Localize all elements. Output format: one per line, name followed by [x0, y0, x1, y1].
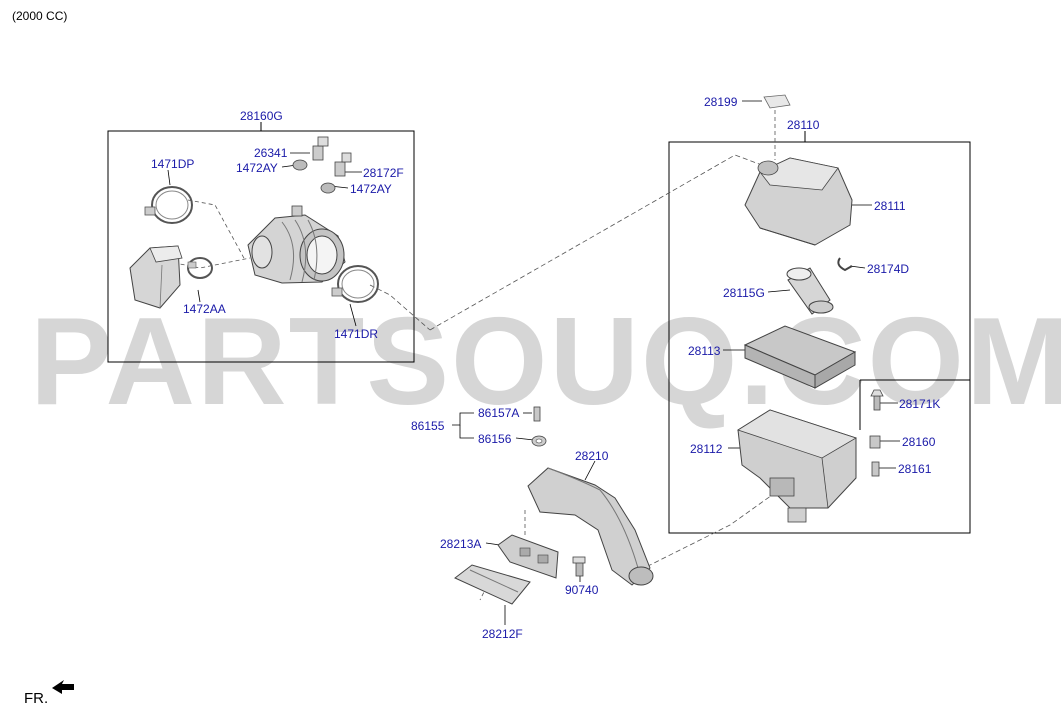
bolt-part-28171k — [870, 389, 884, 411]
clamp-part-1471dp — [144, 186, 193, 224]
dashed-connector — [429, 154, 771, 331]
part-label-1472aa[interactable]: 1472AA — [183, 302, 226, 316]
plate-part-28212f — [454, 564, 531, 605]
dashed-connector — [187, 199, 246, 261]
part-label-28172f[interactable]: 28172F — [363, 166, 404, 180]
engine-spec-label: (2000 CC) — [12, 9, 68, 23]
part-label-28174d[interactable]: 28174D — [867, 262, 910, 276]
sticker-part-28199 — [763, 94, 791, 109]
fastener-part-86157a — [533, 406, 541, 422]
part-label-1471dp[interactable]: 1471DP — [151, 157, 195, 171]
part-label-28111[interactable]: 28111 — [874, 199, 906, 213]
part-label-28160g[interactable]: 28160G — [240, 109, 283, 123]
part-label-86157a[interactable]: 86157A — [478, 406, 520, 420]
dashed-connector — [369, 284, 431, 331]
clamp-part-1472aa — [187, 257, 213, 279]
clip-part-1472ay — [292, 159, 336, 194]
bracket-part-28213a — [497, 534, 559, 579]
part-label-28160[interactable]: 28160 — [902, 435, 936, 449]
part-label-86155[interactable]: 86155 — [411, 419, 445, 433]
intake-duct-part — [129, 245, 183, 309]
grommet-part-86156 — [531, 435, 547, 447]
group-frame-28110 — [668, 141, 971, 534]
part-label-28113[interactable]: 28113 — [688, 344, 721, 358]
air-hose-part-28160g — [247, 205, 346, 284]
clamp-part-1471dr — [331, 265, 379, 303]
part-label-28212f[interactable]: 28212F — [482, 627, 523, 641]
pipe-part-28115g — [786, 267, 834, 315]
lower-case-part-28112 — [737, 409, 857, 523]
filter-element-part-28113 — [743, 325, 857, 389]
part-label-1471dr[interactable]: 1471DR — [334, 327, 379, 341]
clip-part-28174d — [837, 257, 853, 272]
part-label-26341[interactable]: 26341 — [254, 146, 288, 160]
part-label-28110[interactable]: 28110 — [787, 118, 820, 132]
part-label-28112[interactable]: 28112 — [690, 442, 723, 456]
cover-part-28111 — [744, 157, 853, 246]
part-label-28210[interactable]: 28210 — [575, 449, 609, 463]
part-label-28115g[interactable]: 28115G — [723, 286, 765, 300]
part-label-28171k[interactable]: 28171K — [899, 397, 941, 411]
fitting-part-28172f — [334, 152, 352, 177]
bolt-part-90740 — [572, 556, 586, 577]
part-label-86156[interactable]: 86156 — [478, 432, 512, 446]
part-label-28199[interactable]: 28199 — [704, 95, 738, 109]
dashed-connector — [639, 487, 783, 571]
part-label-28161[interactable]: 28161 — [898, 462, 932, 476]
front-arrow-icon — [52, 680, 74, 694]
grommet-part-28160 — [869, 435, 881, 449]
part-label-90740[interactable]: 90740 — [565, 583, 599, 597]
part-label-28213a[interactable]: 28213A — [440, 537, 482, 551]
part-label-1472ay-right[interactable]: 1472AY — [350, 182, 392, 196]
part-label-1472ay-left[interactable]: 1472AY — [236, 161, 278, 175]
bolt-part-26341 — [312, 136, 329, 161]
insulator-part-28161 — [871, 461, 880, 477]
duct-part-28210 — [527, 467, 654, 586]
front-direction-label: FR. — [24, 690, 49, 707]
